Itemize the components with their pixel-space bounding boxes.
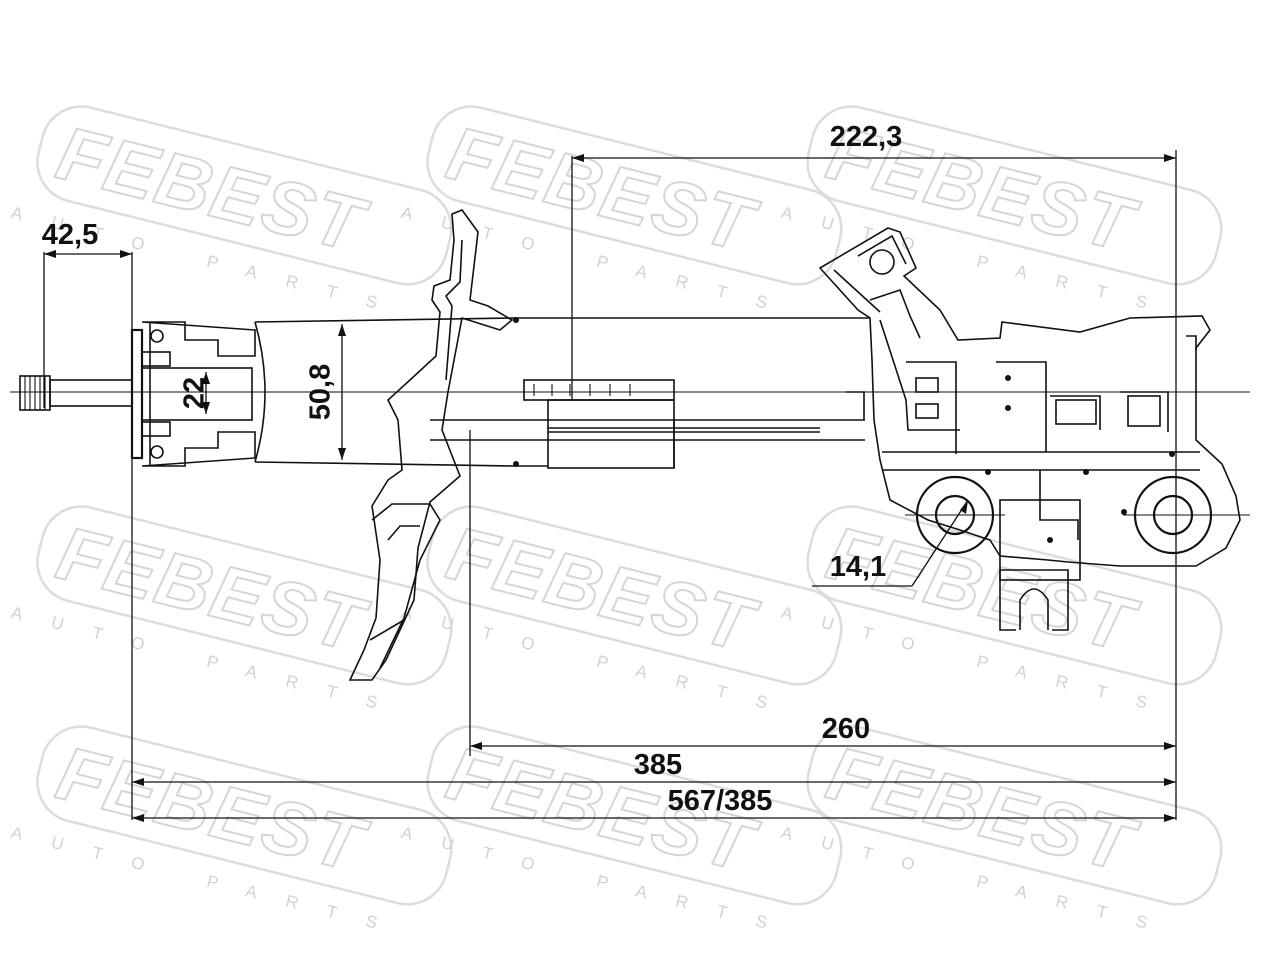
watermark-frame [36,725,453,906]
dim-compressed-length: 385 [634,749,682,781]
dimension-labels: 42,5 22 50,8 222,3 14,1 260 385 567/385 [42,121,903,817]
watermark-frame [806,505,1223,686]
dimension-lines [43,150,1177,822]
watermark-brand: FEBEST [439,111,766,270]
watermark-frame [36,505,453,686]
body-tube [254,317,870,469]
watermark-frame [426,505,843,686]
dim-body-diameter: 50,8 [305,364,337,420]
watermark-brand: FEBEST [819,731,1146,890]
watermark-brand: FEBEST [49,731,376,890]
rod-thread [19,375,133,411]
dim-rod-diameter: 22 [179,377,211,409]
watermark-frame [806,725,1223,906]
watermark-brand: FEBEST [49,511,376,670]
watermark-brand: FEBEST [819,511,1146,670]
dim-bolt-hole-diameter: 14,1 [830,551,886,583]
watermark-frame [36,105,453,286]
watermark-frame [806,105,1223,286]
watermark-frame [426,105,843,286]
spring-seat-bracket [348,209,514,681]
lower-bolt-holes [905,475,1250,555]
watermark-brand: FEBEST [439,511,766,670]
strut-assembly [19,209,1250,681]
dim-top-mount-length: 42,5 [42,219,98,251]
watermark-frame [426,725,843,906]
dim-extended-length: 567/385 [668,785,773,817]
dim-bracket-span: 222,3 [830,121,903,153]
dim-lower-length: 260 [822,713,870,745]
